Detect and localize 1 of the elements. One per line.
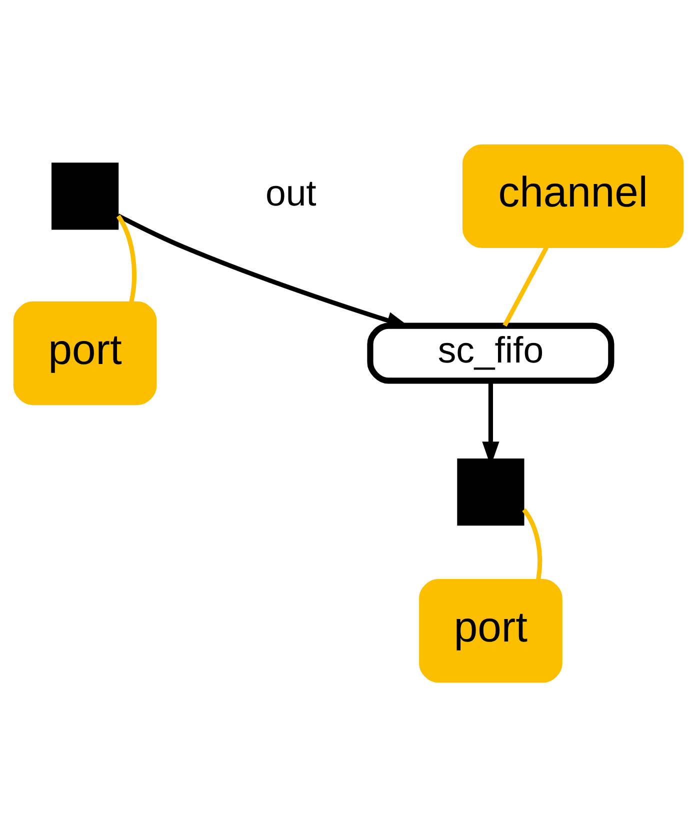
label: out	[266, 172, 316, 214]
